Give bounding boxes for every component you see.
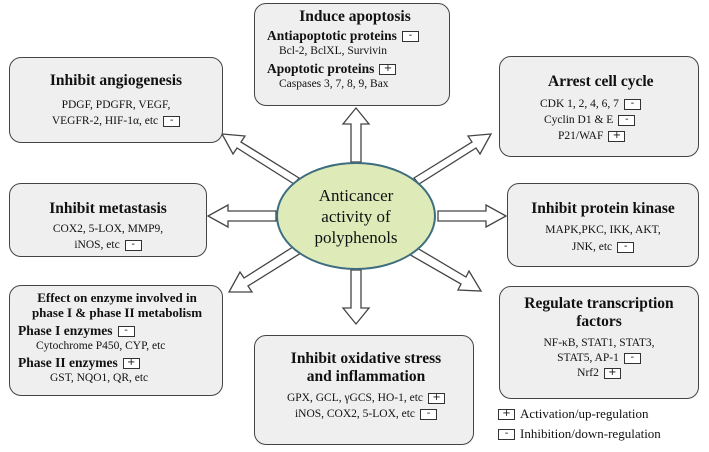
plus-sign-icon: + [603, 367, 621, 379]
cell-cycle-line3: P21/WAF [558, 130, 604, 142]
induce-apoptosis-box: Induce apoptosis Antiapoptotic proteins … [254, 3, 450, 106]
arrow-downleft-enzymes [227, 244, 302, 293]
kinase-line2: JNK, etc [571, 241, 613, 253]
plus-sign-icon: + [498, 408, 515, 420]
phase1-enzymes: Cytochrome P450, CYP, etc [36, 340, 166, 352]
minus-sign-icon: - [163, 115, 181, 127]
enzymes-title-line1: Effect on enzyme involved in [37, 290, 197, 305]
regulate-transcription-box: Regulate transcription factors NF-κB, ST… [499, 286, 699, 399]
enzymes-title-line2: phase I & phase II metabolism [31, 305, 203, 320]
phase1-label: Phase I enzymes [18, 323, 113, 338]
metastasis-line1: COX2, 5-LOX, MMP9, [52, 223, 164, 235]
plus-sign-icon: + [608, 130, 626, 142]
phase2-label: Phase II enzymes [18, 355, 118, 370]
kinase-title: Inhibit protein kinase [531, 200, 675, 217]
inhibit-metastasis-box: Inhibit metastasis COX2, 5-LOX, MMP9, iN… [9, 183, 207, 257]
legend: + Activation/up-regulation - Inhibition/… [498, 406, 661, 446]
apoptosis-title: Induce apoptosis [299, 8, 411, 25]
minus-sign-icon: - [498, 428, 515, 440]
minus-sign-icon: - [623, 98, 641, 110]
kinase-line1: MAPK,PKC, IKK, AKT, [545, 224, 661, 236]
metastasis-line2: iNOS, etc [74, 239, 120, 251]
apoptotic-proteins: Caspases 3, 7, 8, 9, Bax [279, 78, 389, 90]
arrow-up-apoptosis [341, 106, 371, 163]
minus-sign-icon: - [617, 241, 635, 253]
enzyme-metabolism-box: Effect on enzyme involved in phase I & p… [9, 285, 223, 396]
cell-cycle-line1: CDK 1, 2, 4, 6, 7 [540, 98, 619, 110]
minus-sign-icon: - [623, 352, 641, 364]
plus-sign-icon: + [428, 392, 446, 404]
minus-sign-icon: - [117, 325, 135, 337]
arrow-right-kinase [437, 203, 508, 229]
plus-sign-icon: + [379, 63, 397, 75]
oxidative-title-line1: Inhibit oxidative stress [290, 350, 442, 367]
angiogenesis-line1: PDGF, PDGFR, VEGF, [61, 99, 171, 111]
inhibit-angiogenesis-box: Inhibit angiogenesis PDGF, PDGFR, VEGF, … [9, 57, 223, 143]
phase2-enzymes: GST, NQO1, QR, etc [50, 372, 149, 384]
transcription-line1: NF-κB, STAT1, STAT3, [543, 337, 655, 349]
center-label: Anticancer activity of polyphenols [314, 185, 398, 247]
transcription-title-line1: Regulate transcription [524, 295, 674, 312]
metastasis-title: Inhibit metastasis [49, 200, 167, 217]
arrow-down-oxidative [341, 269, 371, 326]
plus-sign-icon: + [122, 357, 140, 369]
arrow-upright-cellcycle [413, 133, 493, 185]
transcription-title-line2: factors [576, 313, 622, 330]
center-ellipse: Anticancer activity of polyphenols [276, 162, 436, 270]
oxidative-line2: iNOS, COX2, 5-LOX, etc [294, 408, 416, 420]
angiogenesis-line2: VEGFR-2, HIF-1α, etc [51, 115, 159, 127]
legend-activation-label: Activation/up-regulation [520, 406, 649, 421]
minus-sign-icon: - [124, 239, 142, 251]
antiapoptotic-label: Antiapoptotic proteins [267, 28, 397, 43]
angiogenesis-title: Inhibit angiogenesis [49, 72, 183, 89]
antiapoptotic-proteins: Bcl-2, BclXL, Survivin [279, 45, 387, 57]
transcription-line2: STAT5, AP-1 [557, 352, 619, 364]
oxidative-line1: GPX, GCL, γGCS, HO-1, etc [286, 392, 424, 404]
arrow-upleft-angiogenesis [220, 133, 300, 185]
inhibit-protein-kinase-box: Inhibit protein kinase MAPK,PKC, IKK, AK… [507, 183, 699, 267]
cell-cycle-line2: Cyclin D1 & E [544, 114, 614, 126]
arrow-downright-transcription [406, 244, 483, 292]
legend-inhibition-label: Inhibition/down-regulation [520, 426, 661, 441]
arrow-left-metastasis [206, 203, 277, 229]
oxidative-title-line2: and inflammation [306, 368, 426, 385]
minus-sign-icon: - [618, 114, 636, 126]
arrest-cell-cycle-box: Arrest cell cycle CDK 1, 2, 4, 6, 7 - Cy… [499, 56, 699, 157]
cell-cycle-title: Arrest cell cycle [548, 73, 654, 90]
minus-sign-icon: - [420, 408, 438, 420]
transcription-line3: Nrf2 [577, 367, 599, 379]
minus-sign-icon: - [401, 30, 419, 42]
apoptotic-label: Apoptotic proteins [267, 61, 375, 76]
inhibit-oxidative-stress-box: Inhibit oxidative stress and inflammatio… [254, 335, 474, 445]
